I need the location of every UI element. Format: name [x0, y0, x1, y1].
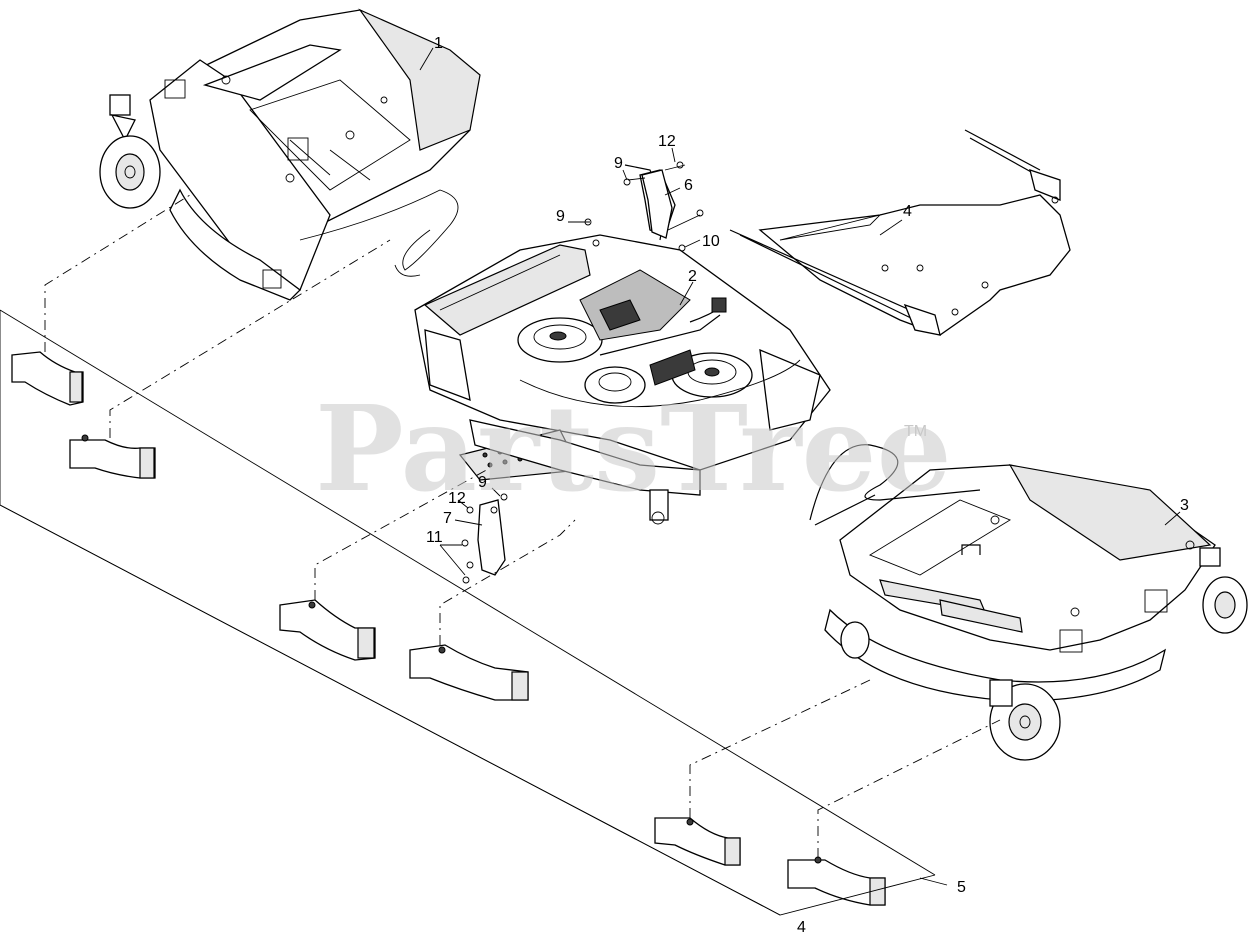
alignment-dashes [44, 194, 1001, 858]
callout-12-lower: 12 [448, 490, 466, 507]
callout-1: 1 [434, 35, 443, 52]
left-deck-part-1[interactable] [99, 8, 481, 301]
bracket-part-6[interactable] [627, 164, 704, 252]
svg-text:TM: TM [904, 423, 927, 440]
callouts: 1 2 3 4 4 5 6 7 9 9 9 10 11 12 12 [426, 35, 1189, 936]
skid-bracket-5[interactable] [654, 817, 741, 866]
callout-6: 6 [684, 177, 693, 194]
callout-4-baffle: 4 [903, 203, 912, 220]
callout-9-top: 9 [614, 155, 623, 172]
leader-lines [419, 47, 1181, 886]
callout-5: 5 [957, 879, 966, 896]
right-deck-part-3[interactable] [809, 444, 1248, 761]
baffle-part-4[interactable] [729, 129, 1071, 336]
callout-12-top: 12 [658, 133, 676, 150]
callout-3: 3 [1180, 497, 1189, 514]
callout-2: 2 [688, 268, 697, 285]
skid-bracket-2[interactable] [69, 434, 156, 479]
bracket-part-7[interactable] [462, 499, 506, 584]
svg-text:PartsTree: PartsTree [315, 379, 952, 518]
skid-bracket-6[interactable] [787, 856, 886, 906]
skid-bracket-3[interactable] [279, 599, 376, 661]
callout-10: 10 [702, 233, 720, 250]
callout-9-mid: 9 [556, 208, 565, 225]
callout-9-lower: 9 [478, 474, 487, 491]
callout-4-bottom: 4 [797, 919, 806, 936]
assembly-boundary [0, 309, 936, 916]
callout-11: 11 [426, 529, 443, 546]
skid-bracket-1[interactable] [11, 351, 84, 406]
watermark: PartsTree TM [315, 379, 952, 518]
skid-bracket-4[interactable] [409, 644, 529, 701]
callout-7: 7 [443, 510, 452, 527]
